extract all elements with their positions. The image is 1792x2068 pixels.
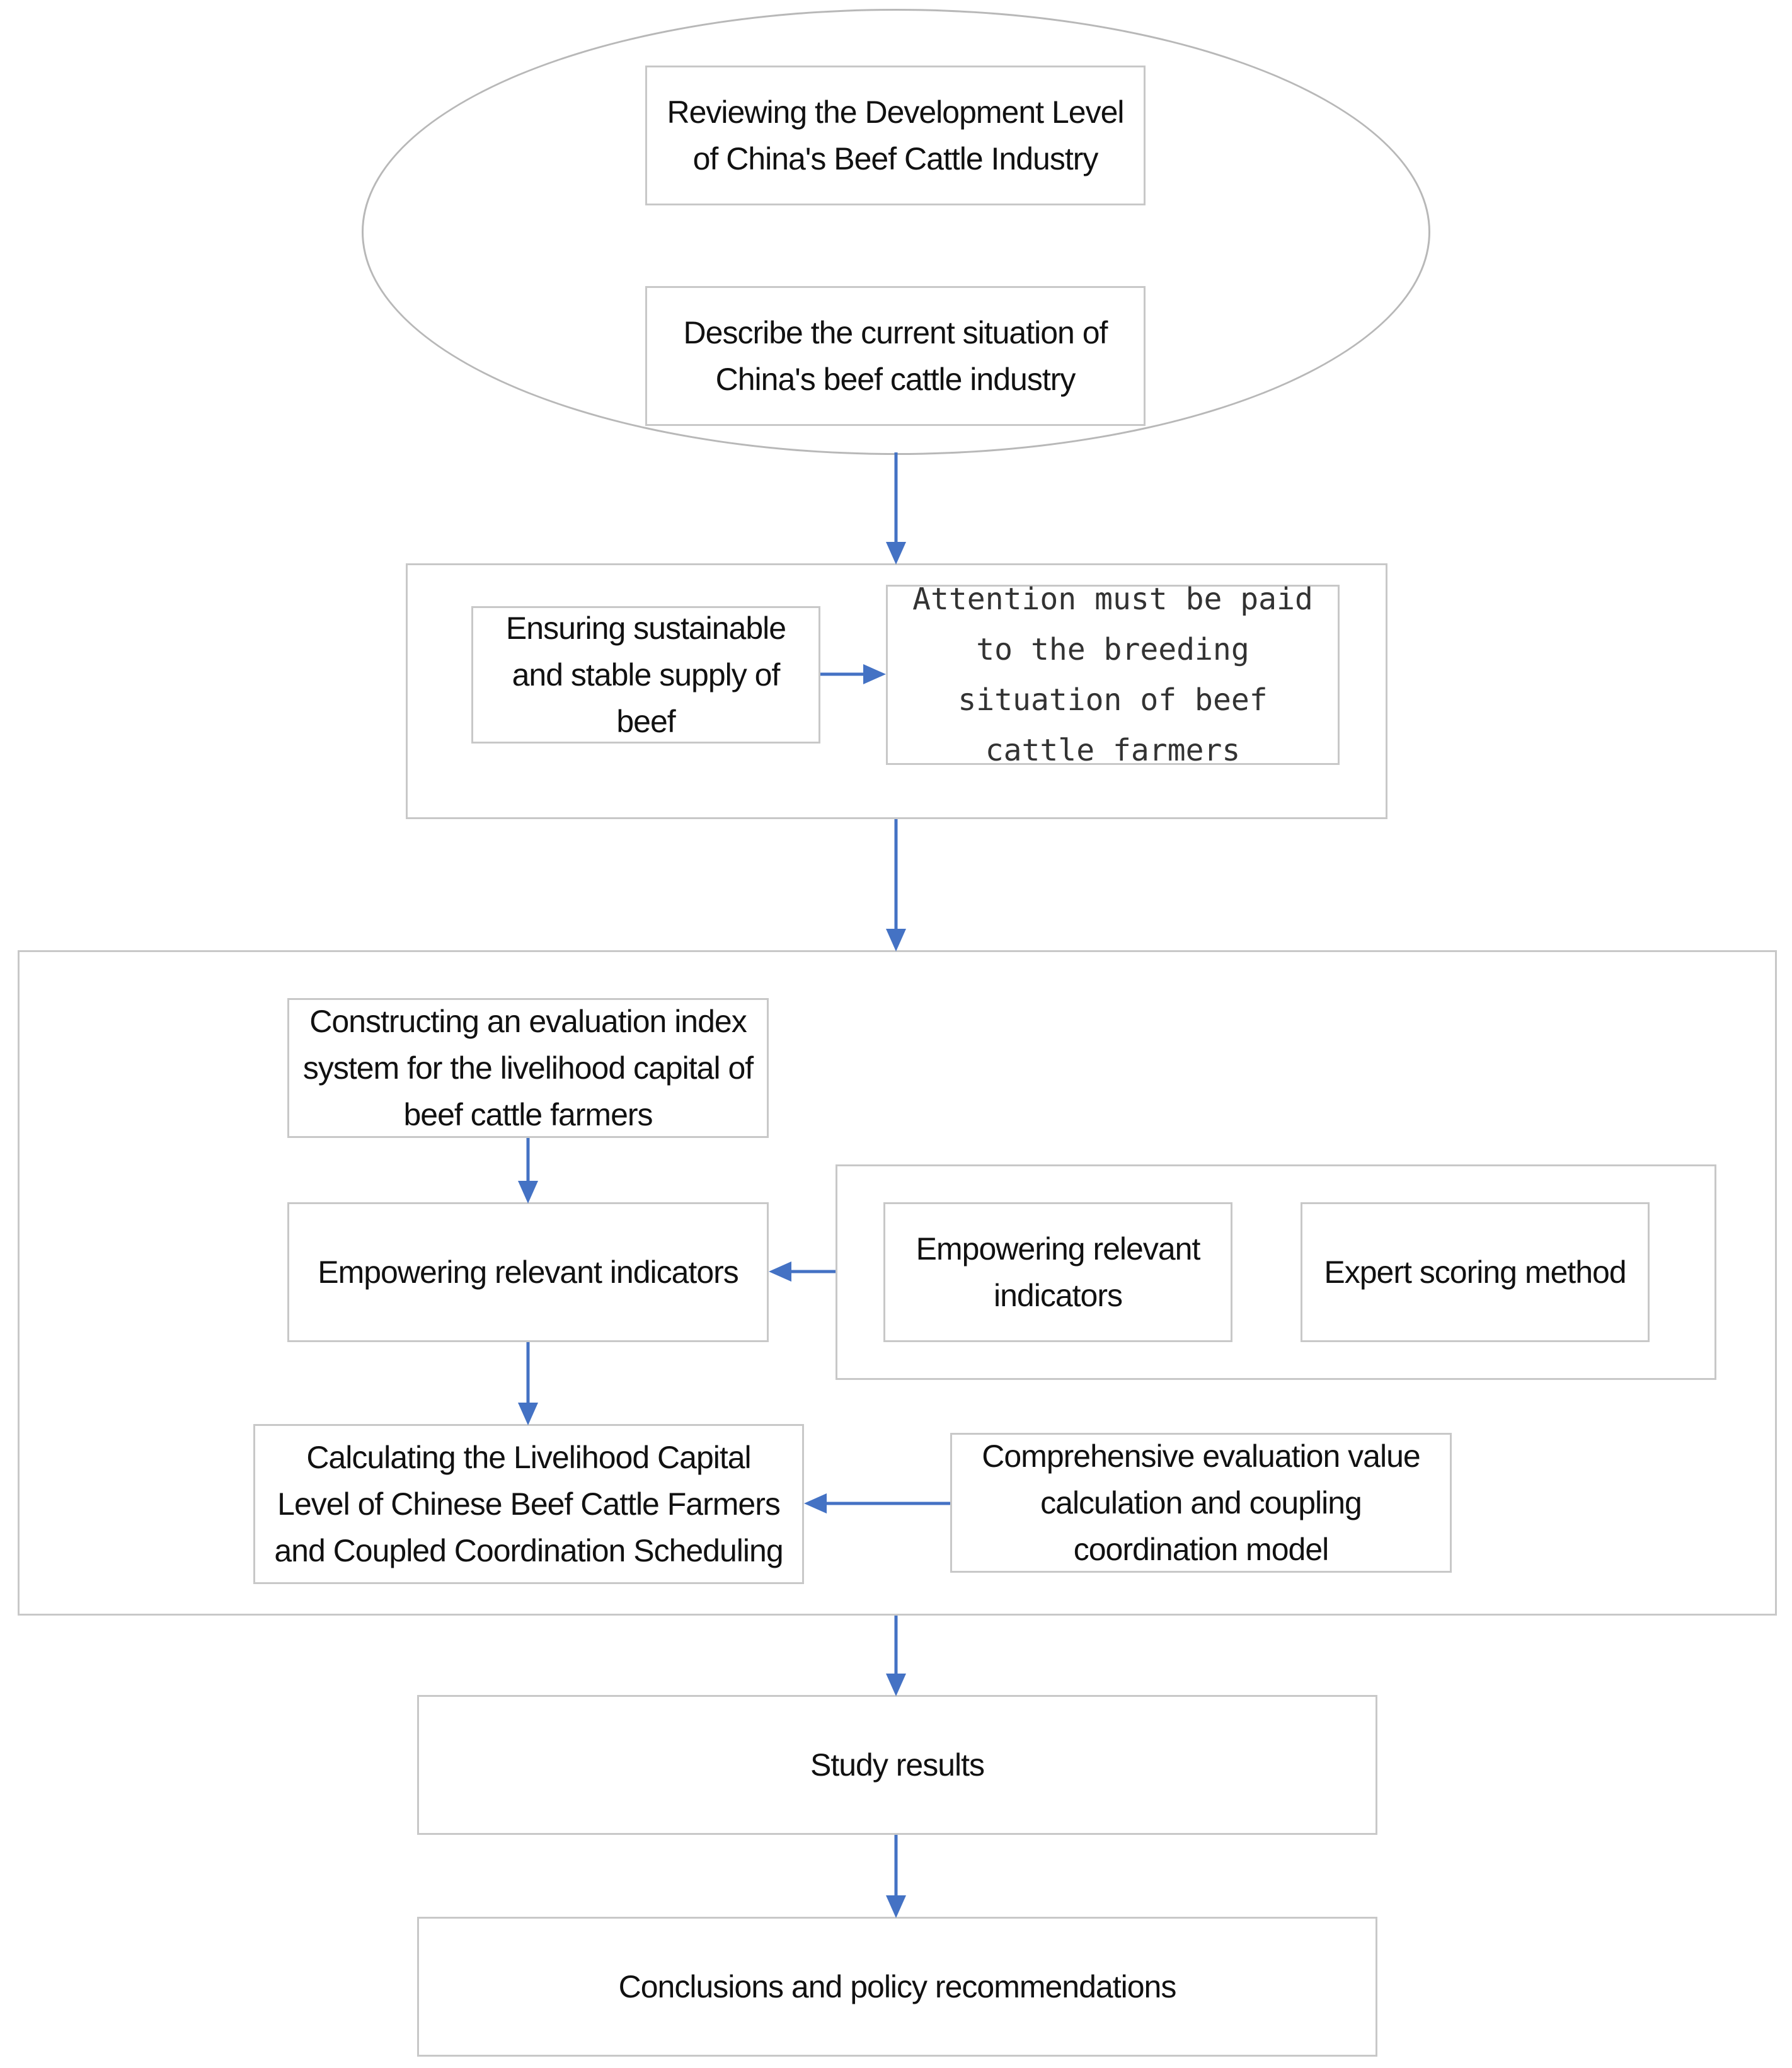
box-empower-main-label: Empowering relevant indicators — [318, 1255, 739, 1290]
arrowhead-9 — [886, 1895, 906, 1918]
box-conclusions-recommendations: Conclusions and policy recommendations — [417, 1917, 1377, 2057]
box-empowering-indicators-side: Empowering relevant indicators — [883, 1202, 1232, 1342]
box-expert-scoring: Expert scoring method — [1301, 1202, 1650, 1342]
box-ensure-label: Ensuring sustainable and stable supply o… — [505, 611, 786, 739]
box-comprehensive-evaluation: Comprehensive evaluation value calculati… — [950, 1433, 1452, 1573]
arrowhead-8 — [886, 1674, 906, 1696]
box-calculate-label: Calculating the Livelihood Capital Level… — [274, 1440, 783, 1568]
box-conclusions-label: Conclusions and policy recommendations — [618, 1969, 1177, 2004]
box-construct-label: Constructing an evaluation index system … — [302, 1004, 754, 1132]
box-empower-side-label: Empowering relevant indicators — [916, 1231, 1201, 1313]
box-attention-label: Attention must be paid to the breeding s… — [912, 582, 1313, 768]
box-study-results: Study results — [417, 1695, 1377, 1835]
box-describe-label: Describe the current situation of China'… — [683, 315, 1108, 397]
box-empowering-indicators-main: Empowering relevant indicators — [287, 1202, 769, 1342]
box-review-label: Reviewing the Development Level of China… — [667, 95, 1125, 176]
arrowhead-1 — [886, 542, 906, 565]
box-describe-current-situation: Describe the current situation of China'… — [645, 286, 1146, 426]
box-ensuring-supply: Ensuring sustainable and stable supply o… — [471, 606, 820, 744]
box-constructing-index-system: Constructing an evaluation index system … — [287, 998, 769, 1138]
group-weighting-methods — [836, 1164, 1716, 1380]
box-comprehensive-label: Comprehensive evaluation value calculati… — [982, 1439, 1420, 1567]
box-results-label: Study results — [810, 1747, 985, 1783]
box-review-development-level: Reviewing the Development Level of China… — [645, 66, 1146, 205]
box-calculating-livelihood-capital: Calculating the Livelihood Capital Level… — [253, 1424, 804, 1584]
box-expert-label: Expert scoring method — [1324, 1255, 1626, 1290]
box-attention-breeding: Attention must be paid to the breeding s… — [886, 582, 1340, 768]
arrowhead-3 — [886, 929, 906, 951]
